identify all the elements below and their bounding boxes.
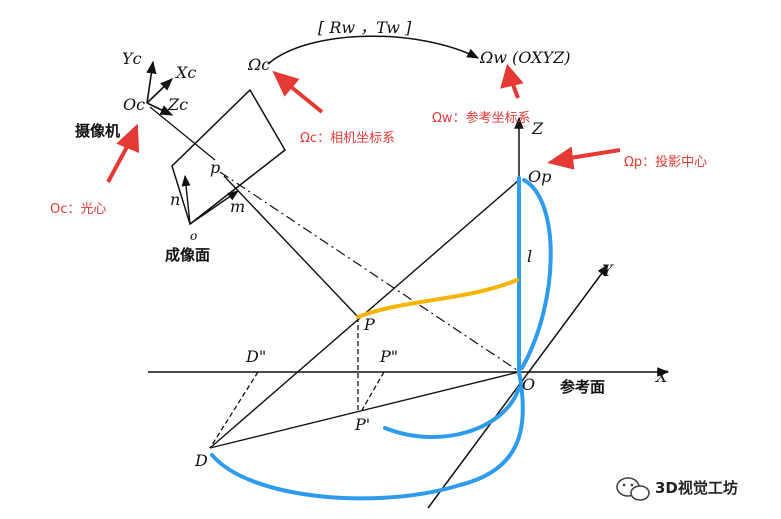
yc-label: Yc — [122, 49, 142, 68]
red-arrowhead-oc — [116, 123, 140, 154]
omega-c-annotation: Ωc：相机坐标系 — [300, 131, 395, 146]
D-label: D — [194, 451, 208, 470]
O-label: O — [522, 375, 535, 394]
transform-label: [ Rw ，Tw ] — [318, 18, 412, 37]
red-arrowhead-omega-p — [547, 146, 575, 170]
red-arrowhead-omega-c — [272, 70, 300, 97]
x-label: X — [654, 367, 668, 386]
D2-label: D" — [245, 347, 266, 366]
watermark: 3D视觉工坊 — [616, 477, 738, 501]
omega-w-label: Ωw (OXYZ) — [479, 48, 570, 67]
n-axis — [181, 174, 191, 225]
omega-w-annotation: Ωw：参考坐标系 — [432, 110, 531, 126]
blue-inner-arc — [383, 386, 521, 440]
xc-axis — [146, 78, 173, 104]
orange-trace — [356, 278, 519, 319]
image-plane — [171, 88, 286, 226]
m-label: m — [230, 197, 245, 216]
oc-label: Oc — [123, 95, 145, 114]
l-label: l — [527, 247, 532, 266]
transform-arrow — [267, 35, 480, 65]
op-label: Op — [528, 167, 551, 186]
camera-to-P-line — [223, 175, 359, 318]
camera-ray — [149, 106, 216, 161]
blue-traces — [210, 176, 553, 501]
omega-c-label: Ωc — [247, 55, 270, 74]
P-label: P — [363, 315, 375, 334]
xc-label: Xc — [174, 63, 196, 82]
red-arrowhead-omega-w — [500, 63, 524, 89]
p-label: p — [210, 158, 220, 177]
P2-label: P" — [379, 347, 398, 366]
zc-axis — [146, 102, 174, 116]
m-axis — [189, 190, 239, 225]
zc-label: Zc — [167, 95, 188, 114]
red-arrow-oc — [106, 144, 130, 183]
wechat-icon — [616, 477, 650, 501]
optical-axis — [219, 171, 521, 373]
camera-label: 摄像机 — [75, 122, 120, 140]
blue-right-arc — [520, 178, 553, 370]
camera-axes — [146, 60, 174, 116]
D-projection-dash — [209, 371, 259, 449]
P2-projection-dash — [361, 371, 385, 411]
D-to-O-line — [209, 371, 520, 449]
omega-p-annotation: Ωp：投影中心 — [624, 154, 707, 170]
o-label: o — [190, 229, 197, 243]
red-arrow-omega-c — [288, 84, 324, 114]
z-label: Z — [531, 119, 544, 138]
n-label: n — [170, 190, 180, 209]
red-arrow-omega-p — [569, 148, 621, 160]
yc-axis — [146, 60, 157, 104]
y-label: Y — [602, 261, 614, 280]
red-arrows — [106, 63, 621, 183]
oc-annotation: Oc：光心 — [50, 202, 106, 217]
ref-plane-label: 参考面 — [560, 378, 605, 396]
image-plane-label: 成像面 — [165, 246, 210, 264]
blue-bottom-arc — [210, 370, 525, 501]
watermark-text: 3D视觉工坊 — [655, 479, 738, 497]
P1-label: P' — [354, 415, 370, 434]
